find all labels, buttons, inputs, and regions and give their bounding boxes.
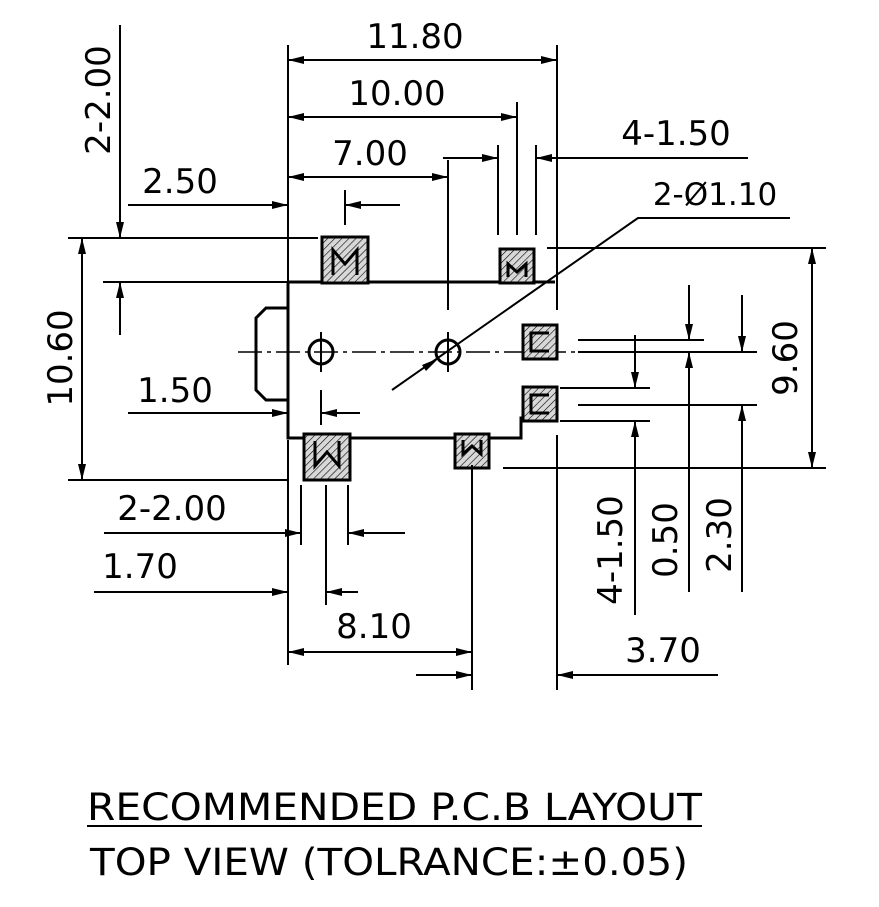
dim-pad-offset-top: 2.50 bbox=[142, 162, 218, 202]
extension-lines bbox=[68, 45, 826, 690]
dim-bottom-pad-size: 2-2.00 bbox=[117, 489, 227, 529]
dimension-lines bbox=[78, 25, 816, 679]
pad-right-lower bbox=[521, 385, 559, 423]
pad-bottom-middle bbox=[453, 432, 491, 470]
dim-overall-height: 10.60 bbox=[41, 309, 81, 406]
dim-pad-gap: 0.50 bbox=[646, 502, 686, 578]
dim-hole-diameter: 2-Ø1.10 bbox=[653, 177, 777, 213]
dim-top-pad-size: 2-2.00 bbox=[79, 45, 119, 155]
dim-overall-width: 11.80 bbox=[366, 17, 463, 57]
dim-hole-offset: 7.00 bbox=[332, 134, 408, 174]
dim-pad-span-height: 9.60 bbox=[766, 320, 806, 396]
dim-small-pad-size-top: 4-1.50 bbox=[621, 114, 731, 154]
dim-small-pad-size-side: 4-1.50 bbox=[591, 495, 631, 605]
component-outline bbox=[254, 280, 555, 440]
pad-top-right bbox=[498, 247, 536, 285]
dim-hole-edge-offset: 1.50 bbox=[137, 371, 213, 411]
pad-right-upper bbox=[521, 323, 559, 361]
dim-bottom-pad-offset: 1.70 bbox=[102, 547, 178, 587]
dim-bottom-middle-offset: 8.10 bbox=[336, 607, 412, 647]
dim-pad-pitch: 2.30 bbox=[700, 497, 740, 573]
caption-title: RECOMMENDED P.C.B LAYOUT bbox=[87, 786, 702, 829]
dim-right-offset: 3.70 bbox=[625, 631, 701, 671]
caption-subtitle: TOP VIEW (TOLRANCE:±0.05) bbox=[89, 841, 688, 884]
pad-bottom-left bbox=[302, 432, 352, 482]
pad-top-left bbox=[320, 235, 370, 285]
dim-pad-span-width: 10.00 bbox=[348, 74, 445, 114]
